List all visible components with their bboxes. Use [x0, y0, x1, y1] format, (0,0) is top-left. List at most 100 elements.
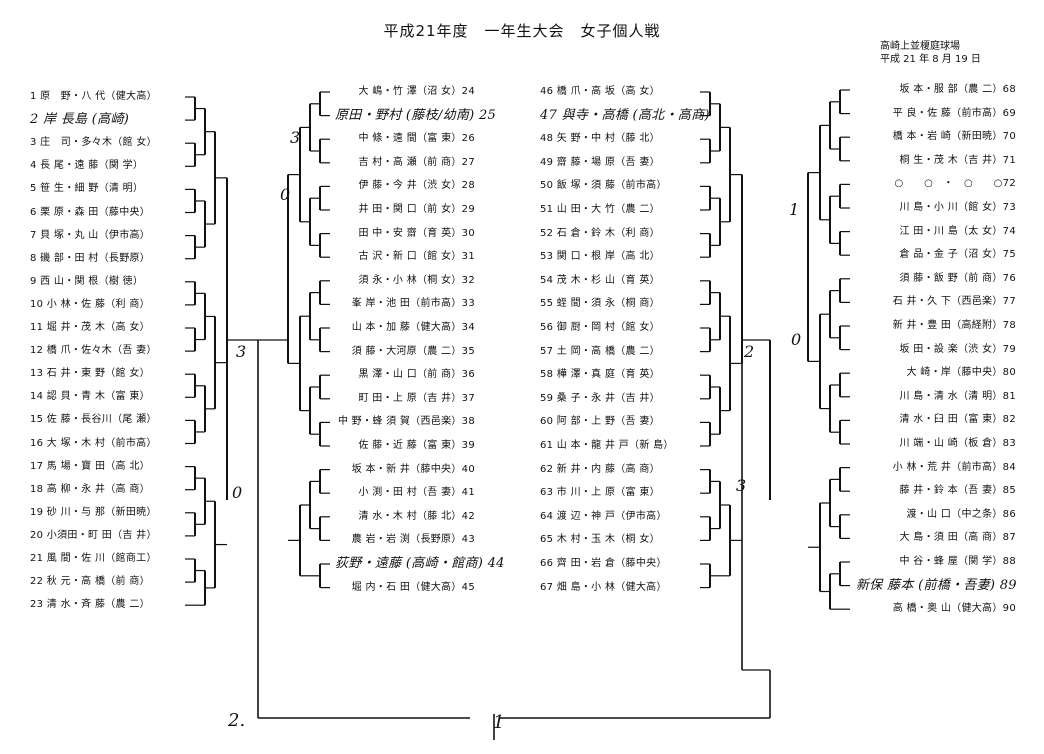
- player-entry: 中 條・遠 間（富 東）26: [358, 133, 475, 145]
- player-entry: 小 林・荒 井（前市高）84: [892, 461, 1016, 473]
- player-entry: 22 秋 元・高 橋（前 商）: [30, 576, 150, 588]
- player-entry: 18 高 柳・永 井（高 商）: [30, 483, 150, 495]
- player-entry: 倉 品・金 子（沼 女）75: [899, 249, 1016, 261]
- player-entry: 61 山 本・龍 井 戸（新 島）: [540, 440, 674, 451]
- player-entry: 清 水・木 村（藤 北）42: [358, 510, 475, 522]
- hand-score-bottom: 1: [493, 712, 505, 733]
- player-entry: 田 中・安 齋（育 英）30: [358, 227, 475, 239]
- player-entry: 58 樺 澤・真 庭（育 英）: [540, 369, 660, 381]
- player-entry: 川 島・小 川（館 女）73: [899, 202, 1016, 213]
- player-entry: 原田・野村 (藤枝/幼南) 25: [335, 107, 497, 123]
- player-entry: 須 藤・飯 野（前 商）76: [899, 272, 1016, 284]
- player-entry: 48 矢 野・中 村（藤 北）: [540, 133, 660, 145]
- player-entry: 66 齊 田・岩 倉（藤中央）: [540, 558, 667, 569]
- player-entry: 大 崎・岸（藤中央）80: [906, 367, 1016, 379]
- player-entry: 高 橋・奥 山（健大高）90: [892, 603, 1016, 615]
- player-entry: 坂 本・新 井（藤中央）40: [351, 463, 475, 475]
- player-entry: 桐 生・茂 木（吉 井）71: [899, 154, 1016, 166]
- hand-score-bottom: 2.: [228, 710, 246, 731]
- venue-date: 平成 21 年 8 月 19 日: [880, 54, 981, 65]
- player-entry: 山 本・加 藤（健大高）34: [351, 322, 475, 333]
- player-entry: 6 栗 原・森 田（藤中央）: [30, 206, 151, 218]
- player-entry: 51 山 田・大 竹（農 二）: [540, 204, 660, 215]
- player-entry: 23 清 水・斉 藤（農 二）: [30, 599, 150, 611]
- player-entry: 新 井・豊 田（高経附）78: [892, 320, 1016, 331]
- player-entry: 江 田・川 島（太 女）74: [899, 225, 1016, 237]
- player-entry: 11 堀 井・茂 木（高 女）: [30, 322, 150, 333]
- player-entry: 2 岸 長島 (高崎): [30, 112, 130, 128]
- player-entry: 52 石 倉・鈴 木（利 商）: [540, 227, 660, 239]
- player-entry: 19 砂 川・与 那（新田暁）: [30, 506, 157, 518]
- player-entry: 56 御 厨・岡 村（館 女）: [540, 322, 660, 333]
- player-entry: 藤 井・鈴 本（吾 妻）85: [899, 485, 1016, 497]
- player-entry: 67 畑 島・小 林（健大高）: [540, 581, 667, 593]
- player-entry: 60 阿 部・上 野（吾 妻）: [540, 416, 660, 428]
- player-entry: 伊 藤・今 井（渋 女）28: [358, 180, 475, 192]
- player-entry: 佐 藤・近 藤（富 東）39: [358, 440, 475, 451]
- hand-score: 1: [789, 200, 800, 219]
- player-entry: 新保 藤本 (前橋・吾妻) 89: [856, 577, 1017, 593]
- player-entry: 黒 澤・山 口（前 商）36: [358, 369, 475, 381]
- player-entry: 7 貝 塚・丸 山（伊市高）: [30, 229, 151, 241]
- player-entry: 62 新 井・内 藤（高 商）: [540, 463, 660, 475]
- hand-score: 0: [232, 483, 243, 502]
- venue-name: 高崎上並榎庭球場: [880, 41, 960, 52]
- player-entry: 町 田・上 原（吉 井）37: [358, 392, 475, 404]
- player-entry: 1 原 野・八 代（健大高）: [30, 91, 157, 102]
- player-entry: 12 橋 爪・佐々木（吾 妻）: [30, 345, 157, 357]
- player-entry: 16 大 塚・木 村（前市高）: [30, 437, 157, 449]
- player-entry: 堀 内・石 田（健大高）45: [351, 581, 475, 593]
- player-entry: 65 木 村・玉 木（桐 女）: [540, 534, 660, 546]
- player-entry: 古 沢・新 口（館 女）31: [358, 251, 475, 263]
- player-entry: 大 嶋・竹 澤（沼 女）24: [358, 86, 475, 97]
- player-entry: 坂 本・服 部（農 二）68: [899, 84, 1016, 95]
- player-entry: 中 谷・蜂 屋（関 学）88: [899, 556, 1016, 567]
- hand-score: 0: [280, 185, 291, 204]
- hand-score: 0: [791, 330, 802, 349]
- player-entry: 農 岩・岩 渕（長野原）43: [351, 534, 475, 546]
- player-entry: 清 水・臼 田（富 東）82: [899, 414, 1016, 426]
- player-entry: 須 永・小 林（桐 女）32: [358, 274, 475, 286]
- player-entry: 荻野・遠藤 (高崎・館商) 44: [335, 556, 505, 571]
- player-entry: 4 長 尾・遠 藤（関 学）: [30, 160, 144, 172]
- player-entry: 3 庄 司・多々木（館 女）: [30, 137, 157, 149]
- hand-score: 3: [290, 128, 301, 147]
- player-entry: 47 與寺・高橋 (高北・高商): [540, 107, 710, 123]
- player-entry: 14 認 貝・青 木（富 東）: [30, 391, 150, 403]
- player-entry: 20 小須田・町 田（吉 井）: [30, 529, 157, 541]
- player-entry: 中 野・蜂 須 賀（西邑楽）38: [337, 416, 475, 428]
- hand-score: 2: [744, 342, 755, 361]
- player-entry: 石 井・久 下（西邑楽）77: [892, 296, 1016, 308]
- player-entry: 5 笹 生・細 野（清 明）: [30, 183, 144, 195]
- player-entry: 井 田・関 口（前 女）29: [358, 204, 475, 215]
- player-entry: 峯 岸・池 田（前市高）33: [351, 298, 475, 310]
- hand-score: 3: [736, 476, 747, 495]
- player-entry: 川 島・清 水（清 明）81: [899, 390, 1016, 402]
- player-entry: 坂 田・設 楽（渋 女）79: [899, 343, 1016, 355]
- player-entry: 17 馬 場・寶 田（高 北）: [30, 460, 150, 472]
- player-entry: 須 藤・大河原（農 二）35: [351, 345, 475, 357]
- player-entry: 55 蛭 間・須 永（桐 商）: [540, 298, 660, 310]
- player-entry: 大 島・須 田（高 商）87: [899, 532, 1016, 544]
- player-entry: 50 飯 塚・須 藤（前市高）: [540, 180, 667, 192]
- player-entry: 64 渡 辺・神 戸（伊市高）: [540, 510, 667, 522]
- player-entry: 13 石 井・東 野（館 女）: [30, 368, 150, 380]
- player-entry: 57 土 岡・高 橋（農 二）: [540, 345, 660, 357]
- player-entry: 10 小 林・佐 藤（利 商）: [30, 298, 150, 310]
- player-entry: 小 渕・田 村（吾 妻）41: [358, 487, 475, 499]
- player-entry: ○ ○ ・ ○ ○72: [894, 178, 1016, 190]
- player-entry: 59 桑 子・永 井（吉 井）: [540, 392, 660, 404]
- player-entry: 川 端・山 崎（板 倉）83: [899, 438, 1016, 449]
- hand-score: 3: [236, 342, 247, 361]
- player-entry: 平 良・佐 藤（前市高）69: [892, 107, 1016, 119]
- page-title: 平成21年度 一年生大会 女子個人戦: [383, 22, 661, 40]
- player-entry: 46 橋 爪・高 坂（高 女）: [540, 86, 660, 97]
- player-entry: 吉 村・高 瀬（前 商）27: [358, 156, 475, 168]
- player-entry: 8 磯 部・田 村（長野原）: [30, 252, 151, 264]
- venue-info: 高崎上並榎庭球場 平成 21 年 8 月 19 日: [880, 40, 981, 66]
- player-entry: 63 市 川・上 原（富 東）: [540, 487, 660, 499]
- player-entry: 54 茂 木・杉 山（育 英）: [540, 274, 660, 286]
- player-entry: 21 風 間・佐 川（館商工）: [30, 553, 157, 564]
